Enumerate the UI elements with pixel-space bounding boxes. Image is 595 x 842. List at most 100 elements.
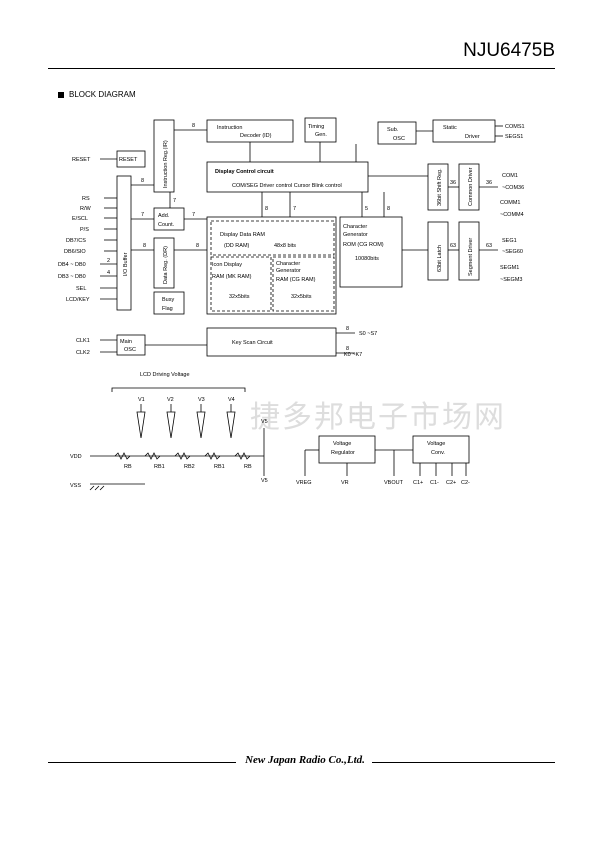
svg-text:Busy: Busy <box>162 297 174 303</box>
segment-driver-block <box>458 221 480 281</box>
svg-text:R/W: R/W <box>80 206 92 212</box>
reset-label: RESET <box>119 157 138 163</box>
svg-text:CLK2: CLK2 <box>76 350 90 356</box>
svg-text:8: 8 <box>387 206 390 212</box>
voltage-converter-block <box>412 435 470 464</box>
svg-text:RB1: RB1 <box>214 464 225 470</box>
svg-text:E/SCL: E/SCL <box>72 216 88 222</box>
svg-text:8: 8 <box>346 326 349 332</box>
svg-text:~SEGM3: ~SEGM3 <box>500 277 522 283</box>
svg-text:SEGS1: SEGS1 <box>505 134 523 140</box>
svg-text:Character: Character <box>343 224 367 230</box>
svg-text:63: 63 <box>450 243 456 249</box>
svg-text:Timing: Timing <box>308 124 324 130</box>
svg-text:63bit Latch: 63bit Latch <box>437 245 443 272</box>
svg-text:7: 7 <box>173 198 176 204</box>
svg-text:Common Driver: Common Driver <box>468 167 474 206</box>
section-title: BLOCK DIAGRAM <box>69 90 136 99</box>
svg-text:Decoder (ID): Decoder (ID) <box>240 133 272 139</box>
svg-text:8: 8 <box>141 178 144 184</box>
svg-text:8: 8 <box>192 123 195 129</box>
instruction-register-block <box>153 119 175 193</box>
sub-osc-block <box>377 121 417 145</box>
svg-text:10080bits: 10080bits <box>355 256 379 262</box>
svg-text:32x5bits: 32x5bits <box>291 294 312 300</box>
svg-text:V5: V5 <box>261 419 268 425</box>
svg-text:8: 8 <box>143 243 146 249</box>
svg-text:K0 ~K7: K0 ~K7 <box>344 352 362 358</box>
svg-text:C1+: C1+ <box>413 480 423 486</box>
svg-text:2: 2 <box>107 258 110 264</box>
svg-text:RB2: RB2 <box>184 464 195 470</box>
svg-text:DB7/CS: DB7/CS <box>66 238 86 244</box>
timing-generator-block <box>304 117 337 143</box>
svg-text:Display Control circuit: Display Control circuit <box>215 169 274 175</box>
svg-text:7: 7 <box>192 212 195 218</box>
svg-text:ROM (CG ROM): ROM (CG ROM) <box>343 242 384 248</box>
svg-text:VBOUT: VBOUT <box>384 480 404 486</box>
ram-group <box>206 216 337 315</box>
svg-text:C2-: C2- <box>461 480 470 486</box>
svg-text:Voltage: Voltage <box>427 441 445 447</box>
svg-text:Voltage: Voltage <box>333 441 351 447</box>
svg-text:7: 7 <box>293 206 296 212</box>
bullet-square-icon <box>58 91 64 98</box>
svg-text:RB: RB <box>244 464 252 470</box>
svg-text:(DD RAM): (DD RAM) <box>224 243 250 249</box>
svg-text:Regulator: Regulator <box>331 450 355 456</box>
svg-text:Key Scan Circuit: Key Scan Circuit <box>232 340 273 346</box>
svg-text:Add.: Add. <box>158 213 170 219</box>
svg-text:36bit Shift Reg.: 36bit Shift Reg. <box>437 168 443 206</box>
svg-text:COMS1: COMS1 <box>505 124 525 130</box>
svg-text:DB4 ~ DB0: DB4 ~ DB0 <box>58 262 86 268</box>
svg-text:VREG: VREG <box>296 480 312 486</box>
cg-rom-block <box>339 216 403 288</box>
footer-company: New Japan Radio Co.,Ltd. <box>245 754 365 766</box>
svg-text:C2+: C2+ <box>446 480 456 486</box>
lcd-drivers: V1 V2 V3 V4 V5 V5 <box>136 397 268 484</box>
svg-text:SEG1: SEG1 <box>502 238 517 244</box>
resistors: RB RB1 RB2 RB1 RB <box>114 452 252 470</box>
svg-text:Sub.: Sub. <box>387 127 399 133</box>
svg-text:C1-: C1- <box>430 480 439 486</box>
svg-text:8: 8 <box>196 243 199 249</box>
lcd-driving-label: LCD Driving Voltage <box>140 372 190 378</box>
svg-text:RB: RB <box>124 464 132 470</box>
svg-text:Conv.: Conv. <box>431 450 445 456</box>
cg-ram-block <box>272 256 335 312</box>
svg-text:Count.: Count. <box>158 222 175 228</box>
svg-text:Segment Driver: Segment Driver <box>468 238 474 276</box>
section-heading: BLOCK DIAGRAM <box>58 90 136 99</box>
svg-text:V5: V5 <box>261 478 268 484</box>
io-buffer-label: I/O Buffer <box>123 252 129 276</box>
svg-text:RS: RS <box>82 196 90 202</box>
svg-text:COM1: COM1 <box>502 173 518 179</box>
svg-text:8: 8 <box>265 206 268 212</box>
svg-text:Display Data RAM: Display Data RAM <box>220 232 265 238</box>
svg-text:Instruction: Instruction <box>217 125 242 131</box>
svg-text:DB3 ~ DB0: DB3 ~ DB0 <box>58 274 86 280</box>
svg-text:4: 4 <box>107 270 110 276</box>
svg-text:DB6/SIO: DB6/SIO <box>64 249 86 255</box>
svg-text:CLK1: CLK1 <box>76 338 90 344</box>
svg-text:36: 36 <box>486 180 492 186</box>
svg-text:COMM1: COMM1 <box>500 200 520 206</box>
instruction-register-label: Instruction Reg.(IR) <box>163 140 169 188</box>
svg-text:36: 36 <box>450 180 456 186</box>
svg-text:Icon Display: Icon Display <box>212 262 242 268</box>
svg-text:48x8 bits: 48x8 bits <box>274 243 296 249</box>
svg-text:SEL: SEL <box>76 286 86 292</box>
busy-flag-block <box>153 291 185 315</box>
svg-text:LCD/KEY: LCD/KEY <box>66 297 90 303</box>
svg-text:VDD: VDD <box>70 454 82 460</box>
svg-text:Data Reg. (DR): Data Reg. (DR) <box>163 246 169 284</box>
svg-text:Static: Static <box>443 125 457 131</box>
svg-text:VR: VR <box>341 480 349 486</box>
svg-text:RB1: RB1 <box>154 464 165 470</box>
svg-text:OSC: OSC <box>124 347 136 353</box>
svg-text:COM/SEG Driver control Cursor: COM/SEG Driver control Cursor Blink cont… <box>232 183 342 189</box>
svg-text:S0 ~S7: S0 ~S7 <box>359 331 377 337</box>
svg-text:~SEG60: ~SEG60 <box>502 249 523 255</box>
svg-text:Flag: Flag <box>162 306 173 312</box>
svg-text:P/S: P/S <box>80 227 89 233</box>
